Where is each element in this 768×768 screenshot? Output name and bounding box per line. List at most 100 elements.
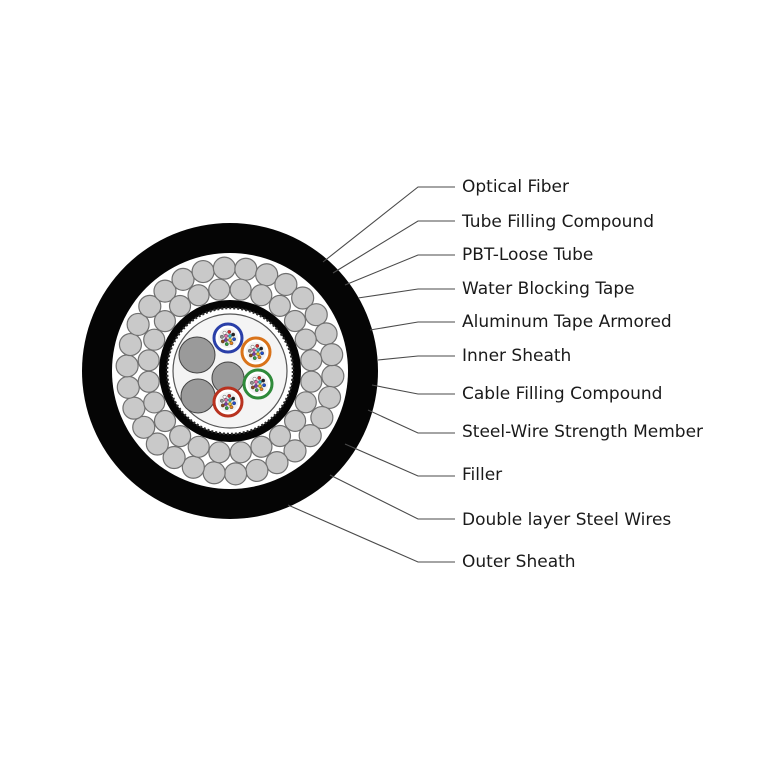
steel-wire-inner-layer bbox=[294, 391, 317, 414]
label-inner-sheath: Inner Sheath bbox=[462, 346, 572, 366]
optical-fiber bbox=[250, 344, 255, 349]
steel-wire-outer-layer bbox=[255, 263, 279, 287]
optical-fiber bbox=[250, 380, 254, 385]
steel-wire-outer-layer bbox=[122, 396, 146, 420]
optical-fiber bbox=[222, 330, 227, 335]
label-water-blocking-tape: Water Blocking Tape bbox=[462, 279, 635, 299]
optical-fiber bbox=[257, 355, 262, 360]
steel-wire-outer-layer bbox=[132, 415, 156, 439]
optical-fiber bbox=[256, 352, 260, 356]
label-cable-filling-compound: Cable Filling Compound bbox=[462, 384, 663, 404]
steel-wire-outer-layer bbox=[245, 458, 269, 483]
optical-fiber bbox=[227, 330, 232, 334]
optical-fiber bbox=[254, 380, 258, 384]
steel-wire-inner-layer bbox=[268, 424, 292, 448]
leader-line bbox=[357, 288, 455, 299]
steel-wire-outer-layer bbox=[310, 405, 334, 430]
leader-line bbox=[377, 355, 455, 361]
steel-wire-outer-layer bbox=[314, 322, 338, 346]
leader-line bbox=[287, 504, 455, 563]
steel-wire-inner-layer bbox=[208, 441, 231, 464]
leader-line bbox=[329, 474, 455, 520]
filler bbox=[178, 336, 216, 374]
steel-wire-inner-layer bbox=[284, 409, 307, 432]
optical-fiber bbox=[224, 338, 228, 342]
optical-fiber bbox=[256, 348, 260, 352]
optical-fiber bbox=[252, 352, 256, 356]
optical-fiber bbox=[257, 376, 262, 380]
steel-wire-outer-layer bbox=[283, 439, 307, 463]
steel-wire-outer-layer bbox=[145, 432, 169, 456]
optical-fiber bbox=[252, 356, 257, 360]
optical-fiber bbox=[252, 376, 257, 381]
label-pbt-loose-tube: PBT-Loose Tube bbox=[462, 245, 594, 265]
steel-wire-outer-layer bbox=[118, 332, 143, 357]
optical-fiber bbox=[260, 351, 264, 356]
optical-fiber bbox=[254, 388, 259, 392]
optical-fiber bbox=[248, 348, 252, 353]
steel-wire-inner-layer bbox=[250, 435, 273, 458]
steel-wire-outer-layer bbox=[126, 312, 150, 337]
steel-wire-outer-layer bbox=[181, 455, 205, 479]
label-filler: Filler bbox=[462, 465, 503, 485]
optical-fiber bbox=[252, 348, 256, 352]
optical-fiber bbox=[231, 396, 236, 401]
optical-fiber bbox=[220, 339, 225, 344]
optical-fiber bbox=[229, 341, 234, 346]
optical-fiber bbox=[259, 387, 264, 392]
steel-wire-inner-layer bbox=[153, 310, 176, 333]
steel-wire-inner-layer bbox=[300, 349, 323, 372]
leader-line bbox=[367, 409, 455, 434]
optical-fiber bbox=[261, 378, 266, 383]
optical-fiber bbox=[228, 402, 232, 406]
leader-line bbox=[344, 443, 455, 477]
steel-wire-inner-layer bbox=[187, 284, 210, 307]
steel-wire-outer-layer bbox=[291, 286, 315, 310]
leader-line bbox=[344, 254, 455, 286]
steel-wire-inner-layer bbox=[168, 294, 192, 318]
steel-wire-inner-layer bbox=[208, 278, 231, 301]
optical-fiber bbox=[228, 334, 232, 338]
optical-fiber bbox=[262, 383, 266, 388]
steel-wire-outer-layer bbox=[234, 257, 258, 281]
steel-wire-outer-layer bbox=[191, 259, 215, 284]
steel-wire-outer-layer bbox=[212, 256, 236, 280]
steel-wire-outer-layer bbox=[317, 385, 342, 410]
optical-fiber bbox=[258, 384, 262, 388]
steel-wire-outer-layer bbox=[274, 272, 298, 297]
steel-wire-inner-layer bbox=[229, 278, 252, 301]
steel-wire-outer-layer bbox=[171, 267, 195, 291]
optical-fiber bbox=[224, 406, 229, 410]
optical-fiber bbox=[258, 380, 262, 384]
steel-wire-inner-layer bbox=[268, 294, 291, 317]
steel-wire-outer-layer bbox=[320, 343, 344, 367]
optical-fiber bbox=[254, 384, 258, 388]
steel-wire-outer-layer bbox=[138, 294, 162, 318]
steel-wire-inner-layer bbox=[153, 409, 177, 433]
optical-fiber bbox=[227, 394, 232, 398]
optical-fiber bbox=[231, 332, 236, 337]
steel-wire-outer-layer bbox=[116, 375, 140, 399]
steel-wire-inner-layer bbox=[137, 370, 160, 393]
cable-cross-section bbox=[82, 223, 378, 519]
steel-wire-inner-layer bbox=[169, 425, 192, 448]
leader-lines bbox=[287, 186, 455, 563]
optical-fiber bbox=[220, 334, 224, 339]
optical-fiber bbox=[220, 403, 225, 408]
optical-fiber bbox=[259, 346, 264, 351]
optical-fiber bbox=[228, 398, 232, 402]
leader-line bbox=[332, 220, 455, 274]
label-aluminum-tape-armored: Aluminum Tape Armored bbox=[462, 312, 672, 332]
steel-wire-outer-layer bbox=[153, 279, 177, 303]
label-tube-filling-compound: Tube Filling Compound bbox=[462, 212, 654, 232]
leader-line bbox=[322, 186, 455, 263]
steel-wire-inner-layer bbox=[229, 441, 252, 464]
steel-wire-inner-layer bbox=[137, 349, 160, 372]
steel-wire-inner-layer bbox=[143, 391, 166, 414]
optical-fiber bbox=[228, 338, 232, 342]
label-outer-sheath: Outer Sheath bbox=[462, 552, 576, 572]
label-double-layer-steel-wires: Double layer Steel Wires bbox=[462, 510, 672, 530]
steel-wire-outer-layer bbox=[298, 424, 322, 448]
steel-wire-outer-layer bbox=[321, 364, 345, 388]
